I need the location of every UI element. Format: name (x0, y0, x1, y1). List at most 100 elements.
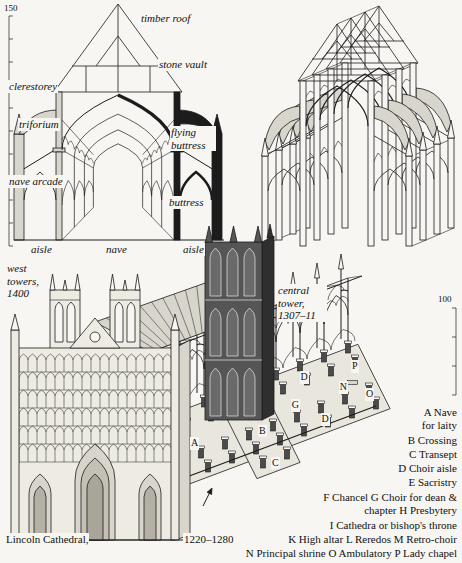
pier-top (270, 419, 277, 422)
pier-base (329, 366, 334, 376)
pointed-arch (109, 390, 118, 396)
ink-line (73, 414, 74, 426)
pointed-arch (46, 408, 55, 414)
ink-line (197, 286, 203, 333)
pinnacle (63, 280, 67, 290)
scale-tick (9, 246, 13, 247)
pinnacle (230, 226, 237, 242)
pointed-arch (64, 372, 73, 378)
ink-line (100, 378, 101, 390)
pointed-arch (91, 408, 100, 414)
ink-line (118, 378, 119, 390)
ink-line (100, 360, 101, 372)
pier-base (346, 343, 351, 353)
ink-line (91, 360, 92, 372)
pointed-arch (143, 158, 147, 163)
pointed-arch (46, 354, 55, 360)
ink-line (326, 12, 404, 69)
pointed-arch (19, 372, 28, 378)
pointed-arch (74, 114, 161, 157)
ink-line (298, 24, 376, 81)
key-entry: A Nave for laity (410, 406, 458, 431)
ink-line (163, 378, 164, 390)
ink-line (145, 432, 146, 444)
lancet-window (244, 368, 255, 416)
ink-line (64, 378, 65, 390)
pointed-arch (28, 426, 37, 432)
pier-base (230, 453, 235, 463)
ink-line (136, 378, 137, 390)
masonry (382, 75, 388, 240)
flying-buttress (265, 106, 300, 150)
pointed-arch (68, 141, 74, 149)
pointed-arch (55, 354, 64, 360)
masonry (300, 81, 306, 246)
pointed-arch (55, 408, 64, 414)
pointed-arch (100, 390, 109, 396)
lancet-window (244, 248, 255, 296)
key-entry: C Transept (408, 448, 458, 461)
pier-top (321, 350, 328, 353)
pointed-arch (109, 426, 118, 432)
pinnacle (50, 274, 55, 290)
ink-line (127, 414, 128, 426)
lancet-window (55, 302, 63, 342)
pointed-arch (55, 390, 64, 396)
pier-base (254, 444, 259, 454)
pier-base (285, 449, 290, 459)
ink-line (163, 450, 164, 462)
pointed-arch (136, 354, 145, 360)
ink-line (55, 432, 56, 444)
plan-letter: A (190, 437, 199, 450)
corner-turret (171, 330, 179, 540)
lancet-window (127, 302, 135, 342)
pointed-arch (46, 426, 55, 432)
scale-number: 100 (437, 293, 453, 306)
pointed-arch (91, 372, 100, 378)
ink-line (351, 18, 352, 75)
pointed-arch (37, 426, 46, 432)
pier-top (246, 428, 253, 431)
ink-line (151, 163, 152, 217)
masonry (368, 81, 374, 246)
pointed-arch (73, 390, 82, 396)
part-label: central tower, 1307–11 (277, 284, 327, 322)
lancet-window (210, 368, 221, 416)
pointed-arch (37, 444, 46, 450)
pinnacle (123, 280, 127, 290)
pointed-arch (145, 354, 154, 360)
pointed-arch (28, 354, 37, 360)
scale-tick (9, 16, 13, 17)
pier-top (222, 437, 229, 440)
pointed-arch (91, 390, 100, 396)
pointed-arch (331, 330, 355, 351)
scale-tick (452, 337, 456, 338)
pier-base (278, 435, 283, 445)
scale-tick (9, 154, 13, 155)
ink-line (205, 360, 262, 361)
ink-line (142, 168, 143, 208)
ink-line (91, 378, 92, 390)
ink-line (341, 269, 342, 339)
pointed-arch (73, 426, 82, 432)
pointed-arch (82, 372, 91, 378)
pier-base (281, 384, 286, 394)
pier-base (271, 421, 276, 431)
pointed-arch (136, 426, 145, 432)
pier-top (345, 341, 352, 344)
ink-line (28, 450, 29, 462)
pointed-arch (73, 354, 82, 360)
pointed-arch (19, 354, 28, 360)
ink-line (46, 450, 47, 462)
pointed-arch (154, 408, 163, 414)
pointed-arch (324, 296, 348, 325)
scale-tick (452, 366, 456, 367)
pointed-arch (46, 444, 55, 450)
ink-line (55, 378, 56, 390)
ink-line (82, 432, 83, 444)
ink-line (74, 157, 75, 227)
pointed-arch (154, 354, 163, 360)
pointed-arch (100, 408, 109, 414)
pinnacle (434, 126, 441, 144)
